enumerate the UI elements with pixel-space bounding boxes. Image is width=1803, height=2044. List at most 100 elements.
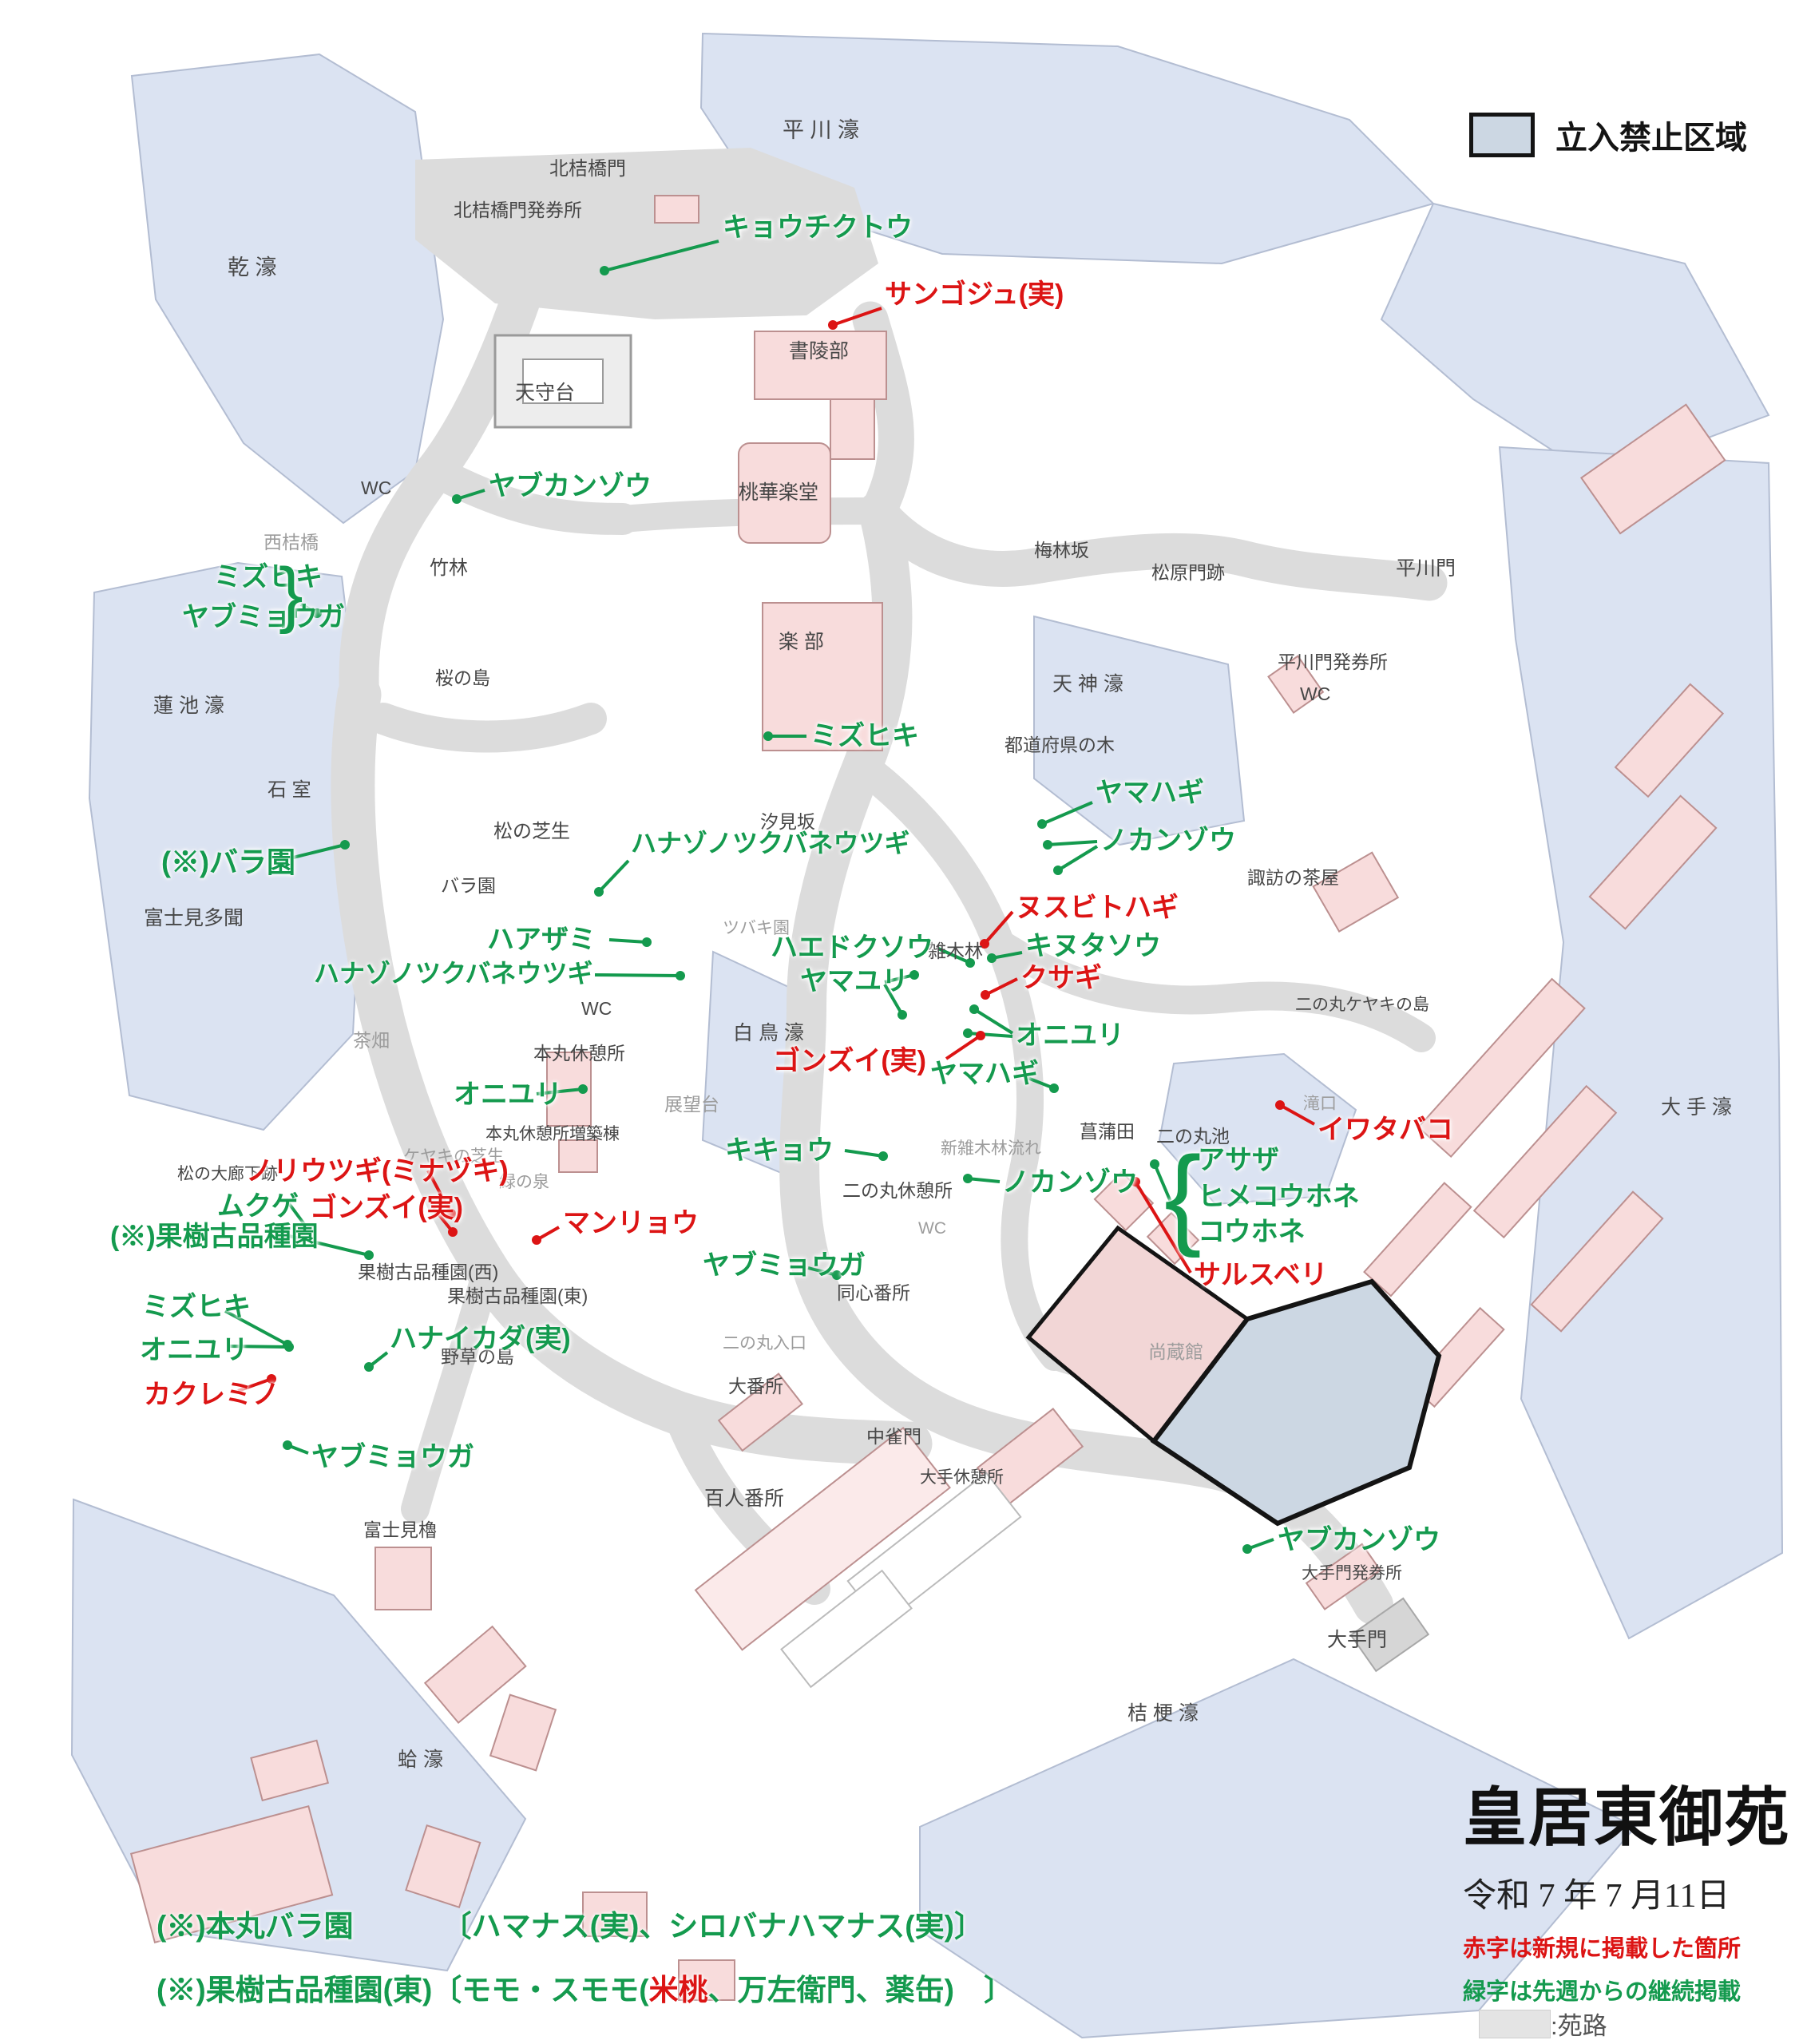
plant-label: サンゴジュ(実)	[885, 279, 1064, 310]
plant-label: ヌスビトハギ	[1016, 893, 1179, 923]
map-label: 滝口	[1303, 1095, 1337, 1113]
map-label: 諏訪の茶屋	[1247, 867, 1339, 888]
map-label: 竹林	[430, 557, 468, 579]
plant-label: ノカンゾウ	[1002, 1167, 1138, 1198]
map-label: ケヤキの芝生	[403, 1147, 504, 1166]
plant-label: ハナゾノツクバネウツギ	[631, 829, 910, 858]
map-label: 富士見多聞	[144, 907, 244, 929]
footnote-line: (※)本丸バラ園 〔ハマナス(実)、シロバナハマナス(実)〕	[157, 1910, 984, 1944]
map-label: WC	[581, 998, 612, 1019]
map-label: 大手休憩所	[920, 1468, 1004, 1487]
plant-label: ヤブミョウガ	[703, 1250, 866, 1281]
map-label: 都道府県の木	[1005, 735, 1115, 755]
plant-label: ヒメコウホネ	[1198, 1182, 1360, 1212]
map-label: 蛤 濠	[398, 1749, 443, 1771]
plant-label: ハエドクソウ	[771, 933, 933, 963]
map-label: 書陵部	[789, 340, 850, 362]
map-label: 大 手 濠	[1661, 1096, 1732, 1119]
plant-label: ゴンズイ(実)	[310, 1193, 463, 1223]
map-label: 平川門発券所	[1278, 652, 1388, 672]
note-new-entries: 赤字は新規に掲載した箇所	[1463, 1936, 1742, 1962]
no-entry-legend: 立入禁止区域	[1469, 112, 1747, 158]
map-date: 令和 7 年 7 月11日	[1463, 1878, 1730, 1915]
plant-label: (※)バラ園	[161, 846, 295, 878]
plant-label: オニユリ	[140, 1335, 248, 1365]
map-label: 梅林坂	[1034, 540, 1089, 561]
plant-label: キヌタソウ	[1025, 931, 1161, 961]
plant-label: ミズヒキ	[810, 721, 919, 751]
map-label: 桜の島	[435, 667, 490, 688]
plant-label: ヤブミョウガ	[182, 602, 345, 632]
plant-label: ミズヒキ	[142, 1292, 251, 1322]
map-label: 本丸休憩所	[533, 1043, 625, 1064]
plant-label: ヤマユリ	[800, 966, 909, 996]
map-label: 白 鳥 濠	[733, 1022, 804, 1044]
plant-label: カクレミノ	[144, 1380, 279, 1410]
footnote-segment: 〕	[953, 1974, 1013, 2006]
map-label: 大手門発券所	[1302, 1564, 1402, 1583]
map-label: 二の丸池	[1156, 1126, 1230, 1147]
map-label: バラ園	[441, 875, 496, 896]
bracket-glyph: }	[279, 553, 303, 635]
plant-label: ノカンゾウ	[1100, 826, 1236, 856]
map-label: 同心番所	[837, 1282, 910, 1303]
plant-label: オニユリ	[454, 1079, 562, 1110]
note-continuing-entries: 緑字は先週からの継続掲載	[1463, 1979, 1742, 2005]
path-label: :苑路	[1551, 2012, 1607, 2040]
map-label: 中雀門	[866, 1426, 921, 1447]
plant-label: ヤマハギ	[1096, 778, 1204, 808]
bracket-glyph: {	[1164, 1133, 1202, 1258]
plant-label: ミズヒキ	[214, 562, 323, 592]
map-label: 乾 濠	[228, 256, 277, 279]
map-label: 大番所	[728, 1376, 783, 1396]
map-label: 松の大廊下跡	[177, 1165, 278, 1183]
path-legend: :苑路	[1479, 2006, 1607, 2042]
plant-label: ハナイカダ(実)	[390, 1324, 571, 1354]
plant-label: ムクゲ	[217, 1191, 299, 1222]
buildings	[129, 195, 1726, 2001]
map-label: 北桔橋門	[549, 158, 626, 180]
plant-label: マンリョウ	[563, 1208, 699, 1238]
map-label: 天 神 濠	[1052, 673, 1123, 695]
map-label: 北桔橋門発券所	[454, 200, 582, 220]
map-label: 楽 部	[779, 631, 824, 653]
footnote-segment: (※)本丸バラ園	[157, 1910, 354, 1943]
footnote-segment: 、万左衛門、薬缶)	[707, 1974, 954, 2006]
map-label: 展望台	[664, 1094, 719, 1115]
map-label: 松の芝生	[493, 821, 570, 842]
plant-label: ハアザミ	[487, 925, 596, 955]
map-label: 石 室	[267, 779, 311, 801]
map-label: 桔 梗 濠	[1127, 1702, 1199, 1725]
plant-label: アサザ	[1198, 1145, 1279, 1175]
map-label: 二の丸休憩所	[842, 1180, 953, 1201]
plant-label: ヤブカンゾウ	[489, 471, 652, 501]
plant-label: ヤブカンゾウ	[1278, 1525, 1440, 1555]
restricted-zone	[1150, 1278, 1442, 1527]
map-label: 果樹古品種園(西)	[358, 1262, 499, 1282]
map-label: 松原門跡	[1151, 562, 1225, 583]
plant-label: (※)果樹古品種園	[110, 1222, 319, 1252]
map-label: 二の丸ケヤキの島	[1295, 996, 1429, 1014]
map-label: 茶畑	[353, 1030, 390, 1051]
footnote-segment: 米桃	[648, 1974, 708, 2006]
no-entry-label: 立入禁止区域	[1555, 121, 1747, 156]
map-label: 野草の島	[441, 1346, 514, 1367]
map-label: 雑木林	[928, 941, 983, 961]
plant-label: ノリウツギ(ミナヅキ)	[246, 1156, 509, 1186]
map-label: 汐見坂	[760, 811, 815, 832]
plant-label: イワタバコ	[1318, 1115, 1453, 1145]
map-label: 二の丸入口	[723, 1334, 806, 1353]
leader-lines	[224, 240, 1315, 1554]
map-label: 百人番所	[704, 1487, 785, 1510]
plant-label: ヤマハギ	[930, 1059, 1039, 1089]
footnote-segment: (※)果樹古品種園(東)	[157, 1974, 433, 2006]
map-label: 富士見櫓	[363, 1519, 437, 1540]
plant-label: コウホネ	[1198, 1217, 1306, 1247]
footnote-segment: 〔モモ・スモモ(	[432, 1974, 649, 2006]
plant-label: ゴンズイ(実)	[773, 1046, 926, 1076]
map-label: 菖蒲田	[1080, 1121, 1135, 1142]
no-entry-swatch	[1469, 113, 1535, 157]
plant-label: クサギ	[1020, 963, 1102, 993]
map-title: 皇居東御苑	[1463, 1784, 1790, 1854]
